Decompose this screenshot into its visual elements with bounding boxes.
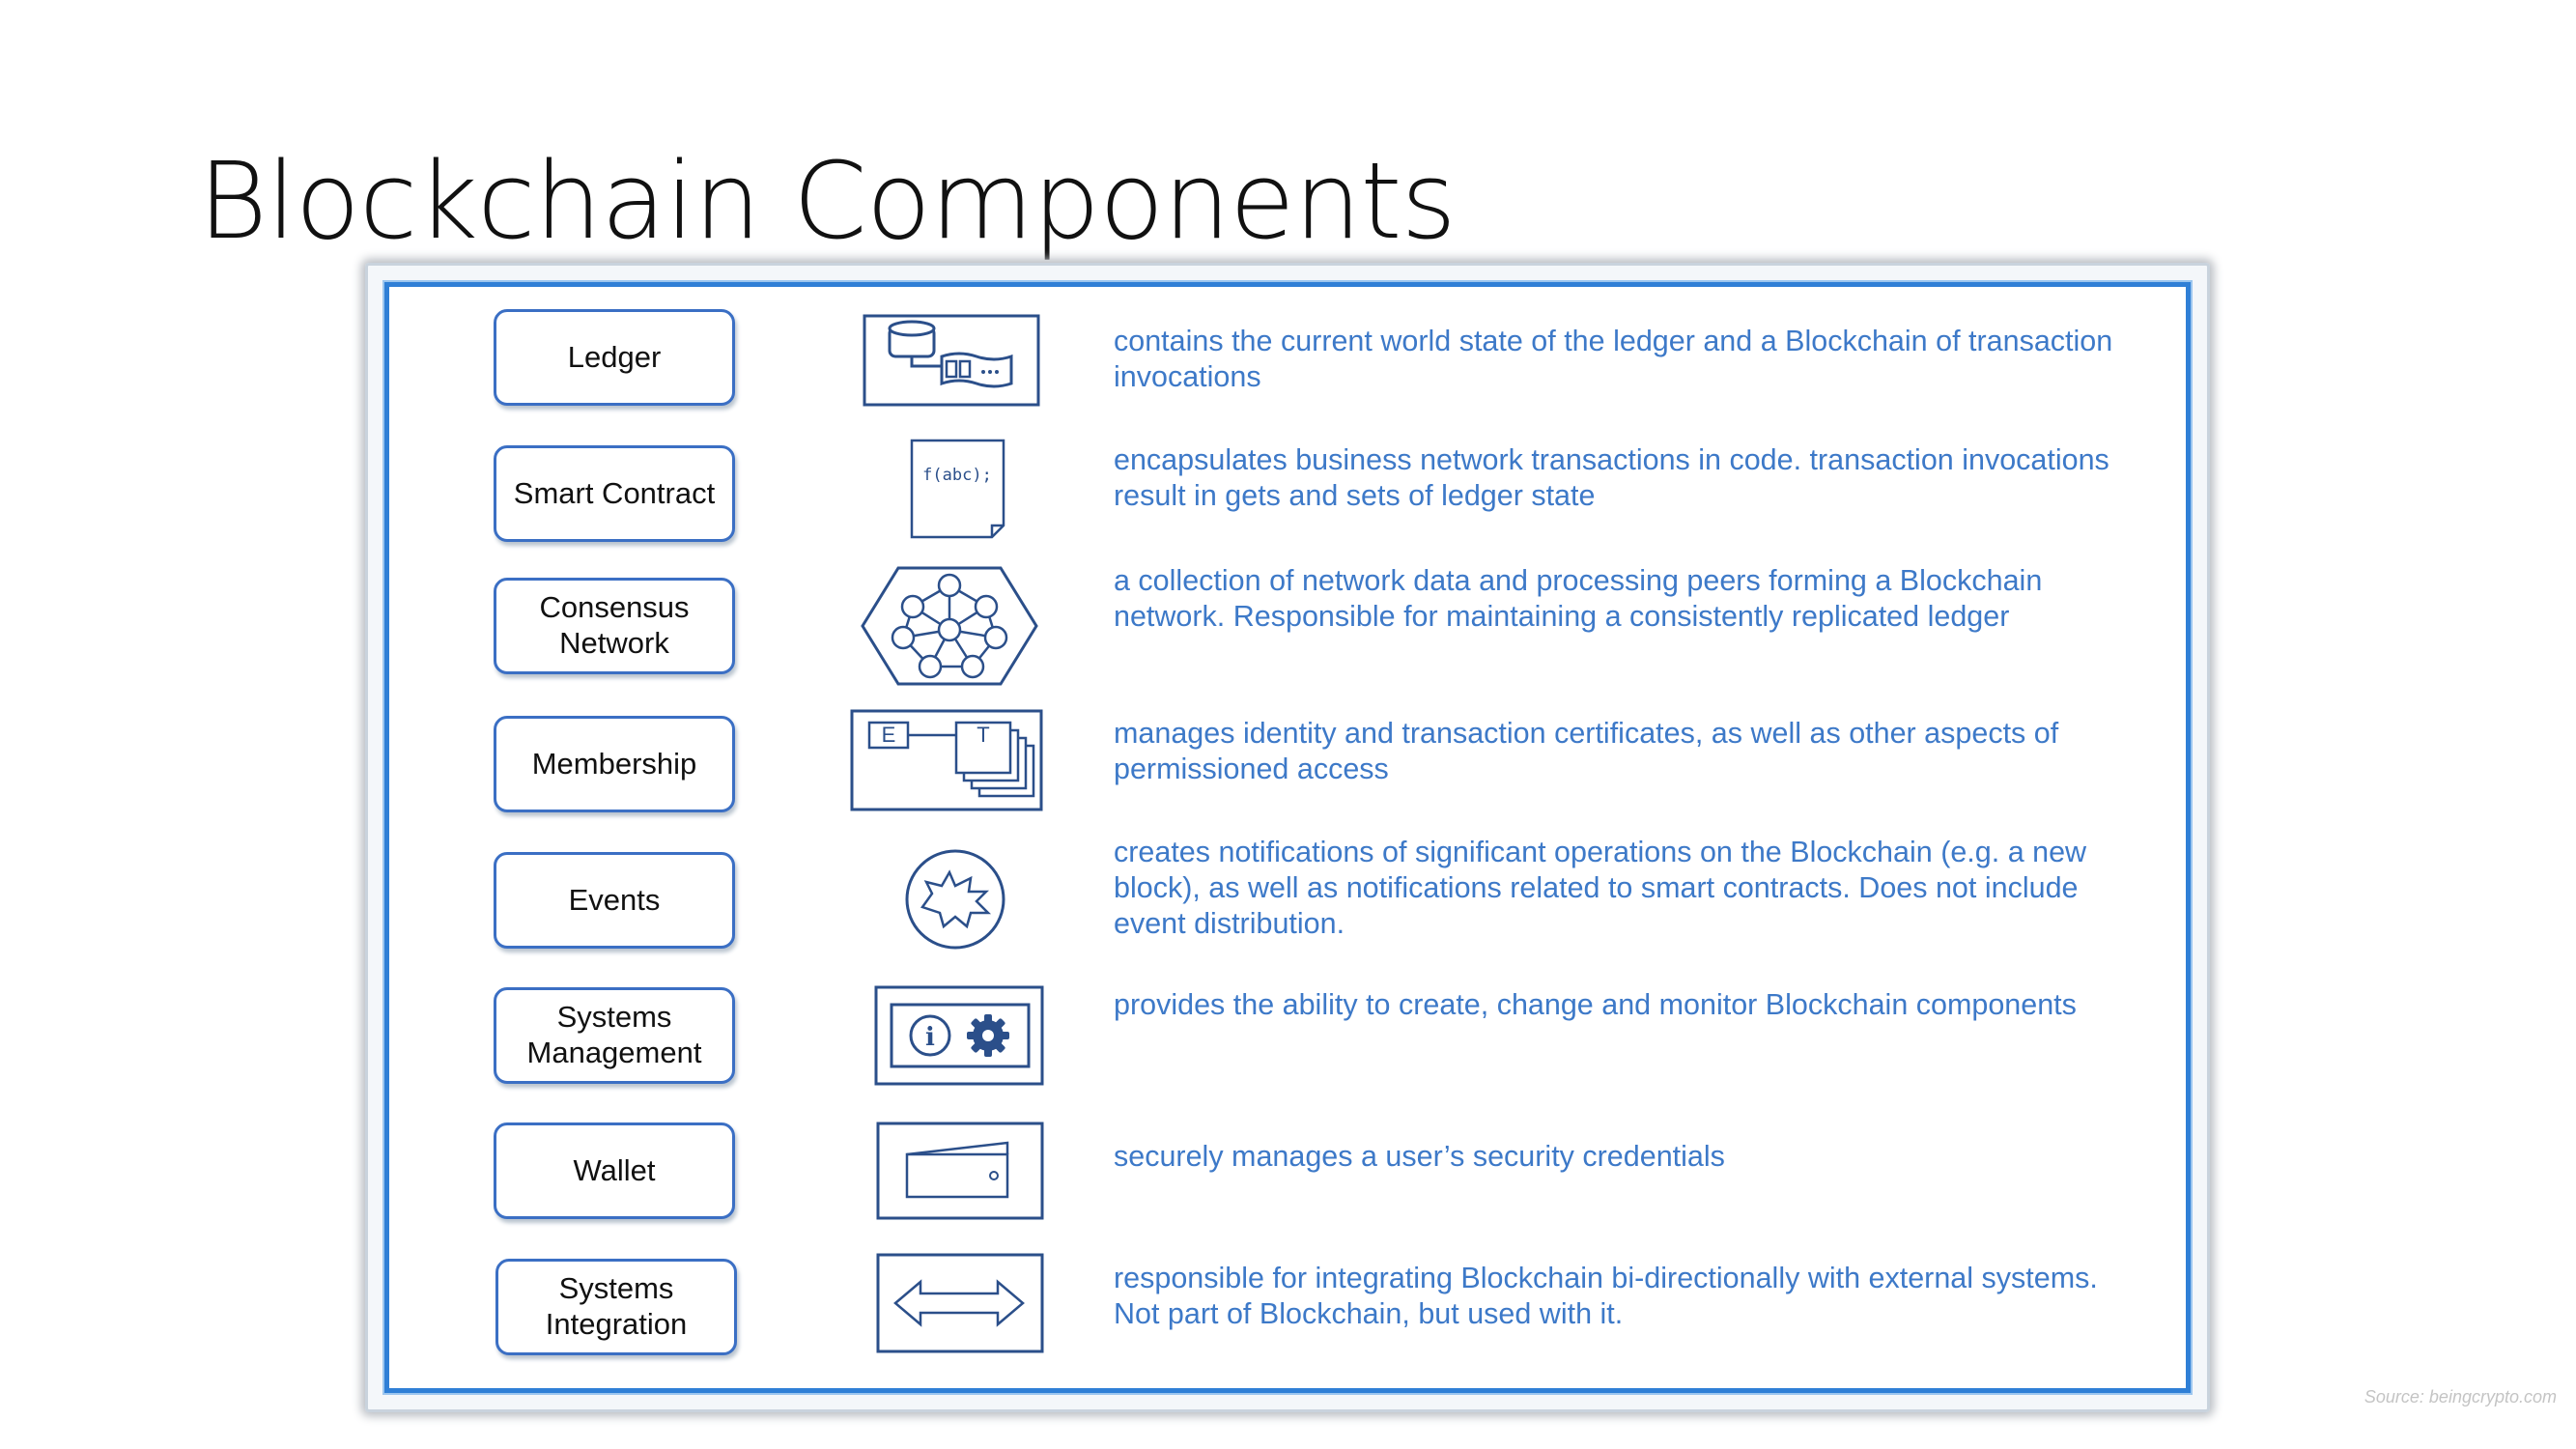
ledger-icon	[853, 306, 1046, 412]
components-figure-inner: Ledger contains the current world state …	[384, 282, 2191, 1393]
smart-contract-icon-text: f(abc);	[922, 466, 992, 485]
component-row-systems-integration: Systems Integration responsible for inte…	[389, 1237, 2186, 1373]
component-label: Ledger	[567, 339, 662, 374]
event-burst-icon	[853, 839, 1046, 955]
component-label: Smart Contract	[513, 475, 716, 510]
component-description: responsible for integrating Blockchain b…	[1114, 1262, 2098, 1330]
certificate-e-text: E	[882, 723, 896, 747]
component-row-smart-contract: Smart Contract f(abc); encapsulates busi…	[389, 423, 2186, 558]
smart-contract-icon: f(abc);	[853, 439, 1046, 545]
component-description: contains the current world state of the …	[1114, 325, 2113, 393]
component-row-membership: Membership E T manages identity and tran…	[389, 695, 2186, 830]
component-row-consensus-network: Consensus Network	[389, 558, 2186, 694]
component-description: manages identity and transaction certifi…	[1114, 717, 2059, 785]
component-description: creates notifications of significant ope…	[1114, 836, 2087, 940]
component-label: Events	[568, 882, 661, 917]
component-label-box: Membership	[494, 716, 735, 812]
component-label-box: Wallet	[494, 1122, 735, 1219]
component-label-box: Systems Management	[494, 987, 735, 1084]
certificates-icon: E T	[848, 709, 1051, 815]
component-label-box: Events	[494, 852, 735, 949]
source-note: Source: beingcrypto.com	[2364, 1387, 2557, 1406]
network-icon	[853, 558, 1046, 694]
double-arrow-icon	[853, 1251, 1046, 1357]
certificate-t-text: T	[977, 723, 989, 747]
component-label: Systems Management	[526, 1000, 702, 1069]
component-description: securely manages a user’s security crede…	[1114, 1140, 1725, 1173]
component-row-systems-management: Systems Management i	[389, 966, 2186, 1101]
component-label: Wallet	[573, 1152, 656, 1187]
svg-text:i: i	[925, 1023, 935, 1052]
component-label-box: Ledger	[494, 309, 735, 406]
slide-title: Blockchain Components	[198, 139, 1457, 263]
component-description: encapsulates business network transactio…	[1114, 443, 2109, 512]
component-label: Membership	[531, 746, 697, 781]
info-gear-icon: i	[853, 983, 1046, 1090]
component-label-box: Smart Contract	[494, 445, 735, 542]
component-label: Systems Integration	[545, 1271, 688, 1341]
component-description: a collection of network data and process…	[1114, 564, 2043, 633]
component-row-wallet: Wallet securely manages a user’s securit…	[389, 1102, 2186, 1237]
component-description: provides the ability to create, change a…	[1114, 988, 2077, 1021]
component-label: Consensus Network	[539, 590, 690, 660]
component-label-box: Systems Integration	[495, 1259, 737, 1355]
components-figure: Ledger contains the current world state …	[365, 263, 2210, 1412]
wallet-icon	[853, 1120, 1046, 1226]
component-row-events: Events creates notifications of signific…	[389, 830, 2186, 965]
component-row-ledger: Ledger contains the current world state …	[389, 287, 2186, 422]
component-label-box: Consensus Network	[494, 578, 735, 674]
